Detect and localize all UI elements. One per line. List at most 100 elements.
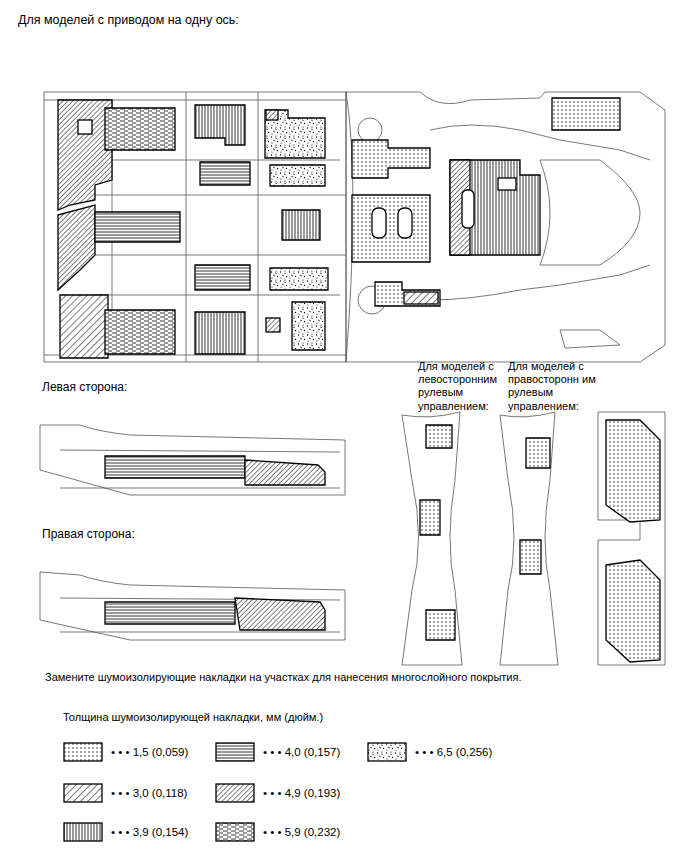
legend-text: • • • 5,9 (0,232)	[263, 826, 340, 838]
legend-entry: • • • 6,5 (0,256)	[367, 742, 492, 762]
legend-entry: • • • 1,5 (0,059)	[63, 742, 188, 762]
insulation-pad	[282, 210, 320, 240]
legend-entry: • • • 3,0 (0,118)	[63, 783, 187, 803]
insulation-pad	[520, 540, 541, 574]
insulation-pad	[375, 282, 440, 306]
legend-entry: • • • 5,9 (0,232)	[215, 822, 340, 842]
insulation-pad	[292, 302, 325, 350]
floor-outline	[95, 195, 346, 196]
legend-swatch	[64, 784, 102, 802]
insulation-pad	[404, 292, 438, 304]
insulation-pad	[462, 190, 474, 228]
insulation-pad	[352, 140, 430, 178]
insulation-pad	[372, 208, 386, 238]
legend-text: • • • 3,9 (0,154)	[111, 826, 188, 838]
legend-swatch	[215, 783, 255, 803]
insulation-pad	[195, 265, 250, 290]
floor-outline	[540, 160, 640, 265]
legend-swatch	[216, 823, 254, 841]
floor-outline	[560, 330, 620, 348]
insulation-pad	[105, 456, 245, 478]
insulation-pad	[95, 212, 180, 242]
floor-outline	[358, 118, 382, 142]
caption-text: Замените шумоизолирующие накладки на уча…	[45, 671, 521, 684]
side-sill	[60, 598, 340, 600]
insulation-pad	[270, 165, 325, 186]
section-label: Для моделей с правосторонн им рулевым уп…	[508, 360, 600, 413]
insulation-pad	[105, 456, 325, 630]
legend-entry: • • • 4,0 (0,157)	[215, 742, 340, 762]
insulation-pad	[450, 160, 540, 255]
legend-swatch	[63, 822, 103, 842]
insulation-pad	[105, 108, 175, 150]
legend-swatch	[216, 743, 254, 761]
insulation-pad	[606, 560, 660, 662]
insulation-pad	[245, 460, 325, 485]
insulation-pad	[265, 110, 325, 158]
insulation-pad	[606, 420, 660, 522]
insulation-pad	[526, 438, 550, 468]
floor-outline	[95, 160, 340, 161]
legend-swatch	[215, 822, 255, 842]
floor-rail	[402, 412, 665, 665]
insulation-pad	[78, 120, 92, 134]
legend-swatch	[368, 743, 406, 761]
floor-rail	[500, 412, 558, 665]
floor-rail	[598, 412, 665, 665]
legend-text: • • • 6,5 (0,256)	[415, 746, 492, 758]
floor-outline	[95, 295, 340, 296]
legend-swatch	[63, 742, 103, 762]
insulation-pad	[552, 98, 620, 130]
section-label: Толщина шумоизолирующей накладки, мм (дю…	[63, 711, 323, 724]
insulation-pad	[58, 205, 95, 290]
side-sill	[60, 632, 340, 633]
legend-swatch	[215, 742, 255, 762]
insulation-pad	[498, 178, 516, 190]
floor-outline	[95, 255, 346, 256]
insulation-pad	[195, 312, 245, 354]
floor-outline	[346, 92, 665, 362]
insulation-pad	[266, 318, 280, 332]
side-sill	[40, 425, 345, 495]
insulation-pad	[200, 162, 250, 185]
insulation-pad	[58, 100, 112, 210]
legend-swatch	[63, 783, 103, 803]
insulation-pad	[235, 598, 325, 630]
insulation-pad	[60, 295, 108, 358]
floor-rail	[402, 412, 462, 665]
side-sill	[40, 425, 345, 640]
insulation-pad	[270, 268, 328, 290]
side-sill	[40, 572, 345, 640]
floor-outline	[186, 92, 187, 362]
legend-text: • • • 1,5 (0,059)	[111, 746, 188, 758]
section-label: Правая сторона:	[42, 527, 135, 541]
insulation-pad	[266, 110, 278, 120]
insulation-pad	[352, 195, 430, 262]
insulation-pad	[195, 105, 245, 145]
floor-outline	[44, 92, 665, 362]
section-label: Левая сторона:	[42, 380, 127, 394]
legend-swatch	[216, 784, 254, 802]
legend-text: • • • 3,0 (0,118)	[111, 787, 187, 799]
legend-swatch	[64, 743, 102, 761]
title-text: Для моделей с приводом на одну ось:	[18, 13, 239, 28]
legend-swatch	[367, 742, 407, 762]
insulation-pad	[58, 98, 620, 358]
insulation-pad	[426, 610, 455, 640]
side-sill	[60, 450, 340, 452]
insulation-pad	[105, 602, 235, 624]
legend-swatch	[64, 823, 102, 841]
floor-outline	[258, 92, 259, 362]
floor-outline	[44, 92, 346, 362]
legend-entry: • • • 3,9 (0,154)	[63, 822, 188, 842]
insulation-pad	[105, 310, 175, 354]
insulation-pad	[420, 500, 440, 535]
insulation-pad	[420, 420, 660, 662]
floor-outline	[430, 265, 650, 300]
section-label: Для моделей с левосторонним рулевым упра…	[418, 360, 510, 413]
insulation-pad	[426, 425, 452, 448]
side-sill	[60, 488, 340, 489]
insulation-pad	[398, 208, 412, 238]
legend-entry: • • • 4,9 (0,193)	[215, 783, 340, 803]
